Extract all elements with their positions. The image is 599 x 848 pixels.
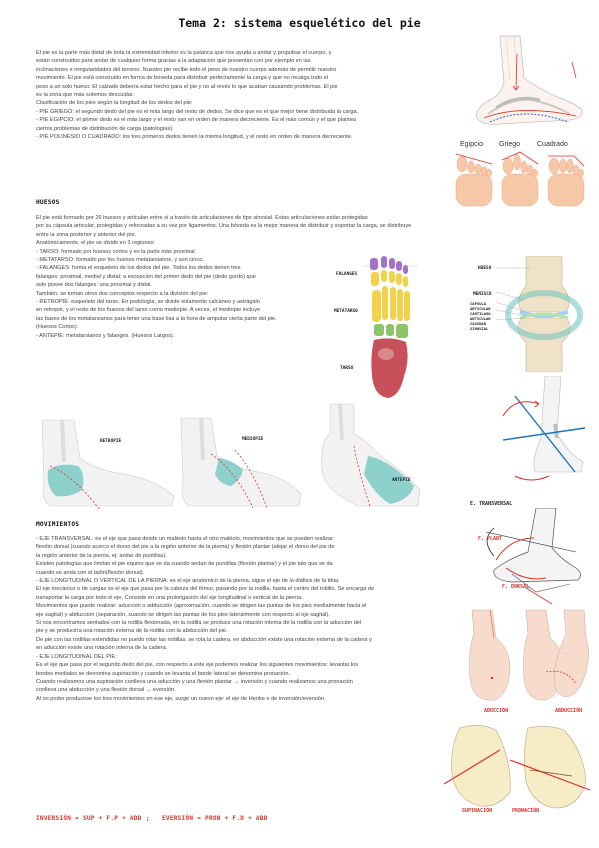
huesos-line: las bases de los metatarsianos para tene… [36,315,277,322]
movimientos-line: Movimientos que puede realizar: aducción… [36,603,367,610]
movimientos-line: bordes mediales se denomina supinación y… [36,670,291,677]
axis-label-transversal: E. TRANSVERSAL [470,501,513,507]
skeleton-foot-figure [362,256,418,398]
intro-line: inclinaciones e irregularidades del terr… [36,66,337,73]
skeleton-label-falanges: FALANGES [336,272,358,277]
skeleton-label-metatarso: METATARSO [334,309,358,314]
joint-label-hueso: HUESO [478,266,492,271]
movimientos-line: El eje mecánico o de cargas es el eje qu… [36,586,375,593]
movimientos-line: Cuando realizamos una supinación conllev… [36,678,353,685]
axis-label-aduccion: ADUCCIÓN [484,708,509,714]
intro-line: - PIE GRIEGO: el segundo dedo del pie es… [36,108,359,115]
movimientos-line: cuando se anda con el talón(flexión dors… [36,569,145,576]
huesos-line: También, se toman otros dos conceptos re… [36,290,209,297]
huesos-line: - ANTEPIE: metatarsianos y falanges. (Hu… [36,332,175,339]
foot-types-figure [455,151,585,207]
huesos-line: solo posee dos falanges: una proximal y … [36,282,152,289]
intro-line: están construidos para andar de cualquie… [36,58,311,65]
movimientos-line: Existen patologías que limitan el pie eq… [36,561,333,568]
movimientos-line: pie y se produciría una rotación externa… [36,628,228,635]
huesos-line: en retropié, y el resto de los huesos de… [36,307,261,314]
movimientos-heading: MOVIMIENTOS [36,521,80,528]
huesos-line: (Huesos Cortos). [36,324,79,331]
region-label-antepie: ANTEPIE [392,478,411,483]
huesos-line: - METATARSO: formado por los huesos meta… [36,257,204,264]
intro-line: ciertos problemas de distribución de car… [36,125,174,132]
movimientos-line: la región anterior de la pierna, ej: and… [36,552,167,559]
intro-line: El pie es la parte más distal de toda la… [36,50,332,56]
movimientos-line: De pie con las rodillas extendidas no pu… [36,636,372,643]
region-label-retropie: RETROPIE [100,439,122,444]
retropie-figure [41,419,175,511]
joint-figure [496,256,583,372]
intro-line: Clasificación de los pies según la longi… [36,100,193,107]
page-title: Tema 2: sistema esquelético del pie [178,16,421,30]
formula-separator: ; [146,815,150,822]
movimientos-line: transportar la carga por todo el eje. Co… [36,594,303,601]
joint-label-cavidad: CAVIDAD SINOVIAL [470,321,489,331]
intro-line: - PIE POLINESIO O CUADRADO: los tres pri… [36,134,353,141]
region-label-mediopie: MEDIOPIE [242,437,264,442]
huesos-line: - TARSO: formado por huesos cortos y es … [36,248,197,255]
huesos-line: - RETROPIE: esqueleto del tarso. En podo… [36,299,260,306]
transversal-axis-figure [485,508,581,604]
axis-label-fd: F. DORSAL [502,584,530,590]
axis-label-supinacion: SUPINACIÓN [462,808,493,814]
movimientos-line: flexión dorsal (cuando acerco el dorso d… [36,544,335,551]
huesos-line: Anatómicamente, el pie se divide en 3 re… [36,240,156,247]
movimientos-line: - EJE LONGITUDINAL DEL PIE: [36,653,117,660]
adduction-abduction-figure [469,609,589,701]
foot-type-griego-label: Griego [499,141,521,148]
foot-type-cuadrado-label: Cuadrado [537,141,568,148]
movimientos-line: - EJE TRANSVERSAL: es el eje que pasa de… [36,536,335,542]
huesos-line: por su cápsula articular, protegidas y r… [36,223,412,230]
antepie-figure [321,403,421,507]
huesos-text: El pie está formado por 26 huesos y arti… [36,214,488,340]
supination-pronation-figure [443,725,591,809]
joint-label-capsula: CAPSULA ARTICULAR [470,301,491,311]
huesos-line: El pie está formado por 26 huesos y arti… [36,215,368,221]
leg-axis-figure [502,376,586,481]
movimientos-line: Si nos encontramos sentados con la rodil… [36,620,362,627]
axis-label-fp: F. PLANT [478,536,503,542]
formula-inversion: INVERSIÓN = SUP + F.P + ADD [36,815,142,822]
axis-label-pronacion: PRONACIÓN [512,808,540,814]
skeleton-label-tarso: TARSO [340,366,354,371]
joint-label-cartilago: CARTILAGO ARTICULAR [470,311,491,321]
huesos-line: falanges: proximal, medial y distal; a e… [36,273,256,280]
intro-line: es la zona que más solemos descuidar. [36,92,134,99]
movimientos-line: eje sagital) y abducción (separación, cu… [36,611,330,618]
movimientos-line: Al no poder producirse los tres movimien… [36,695,326,702]
foot-arch-figure [475,35,583,125]
huesos-section: HUESOS [36,199,476,207]
huesos-heading: HUESOS [36,199,60,206]
mediopie-figure [180,417,302,509]
movimientos-line: Es el eje que pasa por el segundo dedo d… [36,662,359,669]
joint-label-menisco: MENISCO [473,292,492,297]
axis-label-abduccion: ABDUCCIÓN [555,708,583,714]
huesos-line: - FALANGES: forma el esqueleto de los de… [36,265,241,272]
intro-line: - PIE EGIPCIO: el primer dedo es el más … [36,117,356,124]
intro-line: movimiento. El pie está construido en fo… [36,75,328,82]
movimientos-line: - EJE LONGITUDINAL O VERTICAL DE LA PIER… [36,578,340,585]
intro-text: El pie es la parte más distal de toda la… [36,49,436,141]
movimientos-line: en aducción existe una rotación interna … [36,645,168,652]
formula-eversion: EVERSIÓN = PRON + F.D + ABD [162,815,268,822]
movimientos-section: MOVIMIENTOS [36,521,79,529]
foot-type-egipcio-label: Egipcio [460,141,483,148]
movimientos-text: - EJE TRANSVERSAL: es el eje que pasa de… [36,535,481,703]
movimientos-line: conlleva una abducción y una flexión dor… [36,687,176,694]
intro-line: peso a un solo hueso. El calzado debería… [36,83,338,90]
huesos-line: entre la zona posterior y anterior del p… [36,231,137,238]
